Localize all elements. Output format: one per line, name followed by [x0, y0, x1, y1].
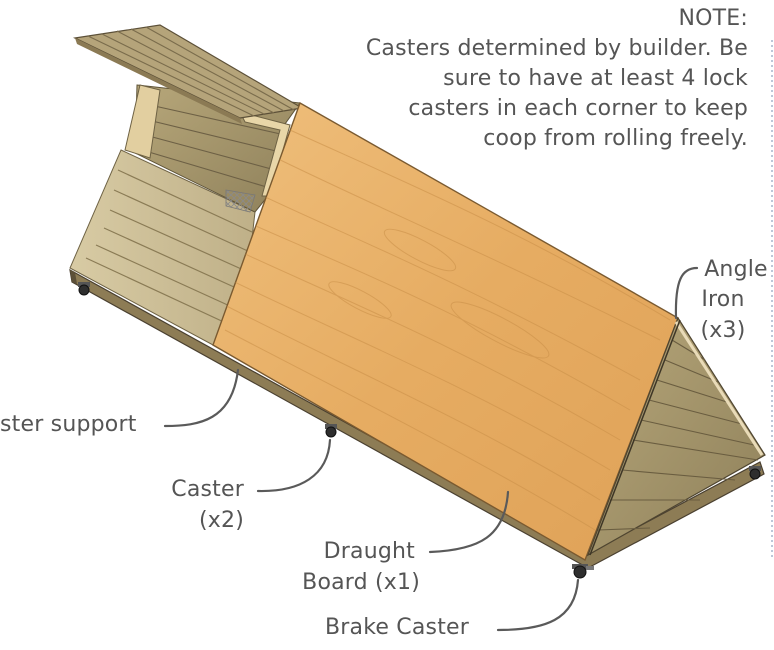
angle-iron-label-1: Angle: [704, 257, 768, 282]
roof-lid: [73, 24, 304, 124]
caster-middle: [325, 424, 337, 438]
note-heading: NOTE:: [678, 6, 748, 31]
caster-front-left: [78, 282, 90, 296]
caster-label-2: (x2): [199, 508, 244, 533]
note-block: NOTE: Casters determined by builder. Be …: [366, 4, 748, 154]
brake-caster: [572, 564, 594, 579]
caster-support-label: ster support: [0, 412, 137, 437]
note-line-3: casters in each corner to keep: [408, 96, 748, 121]
brake-caster-label: Brake Caster: [325, 615, 470, 640]
leader-lines: [163, 266, 699, 632]
leader-draught-board: [428, 490, 510, 554]
caster-label-1: Caster: [171, 477, 244, 502]
draught-board: [212, 101, 679, 562]
leader-caster: [256, 438, 332, 493]
leader-caster-support: [163, 368, 240, 428]
angle-iron-label-3: (x3): [700, 318, 746, 343]
caster-rear-right: [749, 466, 761, 480]
right-gable-wall: [586, 316, 766, 557]
leader-brake-caster: [496, 578, 580, 632]
leader-angle-iron: [674, 266, 699, 320]
note-line-2: sure to have at least 4 lock: [443, 66, 748, 91]
draught-board-label-1: Draught: [323, 539, 415, 564]
note-line-4: coop from rolling freely.: [483, 126, 748, 151]
draught-board-label-2: Board (x1): [302, 570, 420, 595]
note-line-1: Casters determined by builder. Be: [365, 36, 748, 61]
angle-iron-label-2: Iron: [701, 287, 745, 312]
